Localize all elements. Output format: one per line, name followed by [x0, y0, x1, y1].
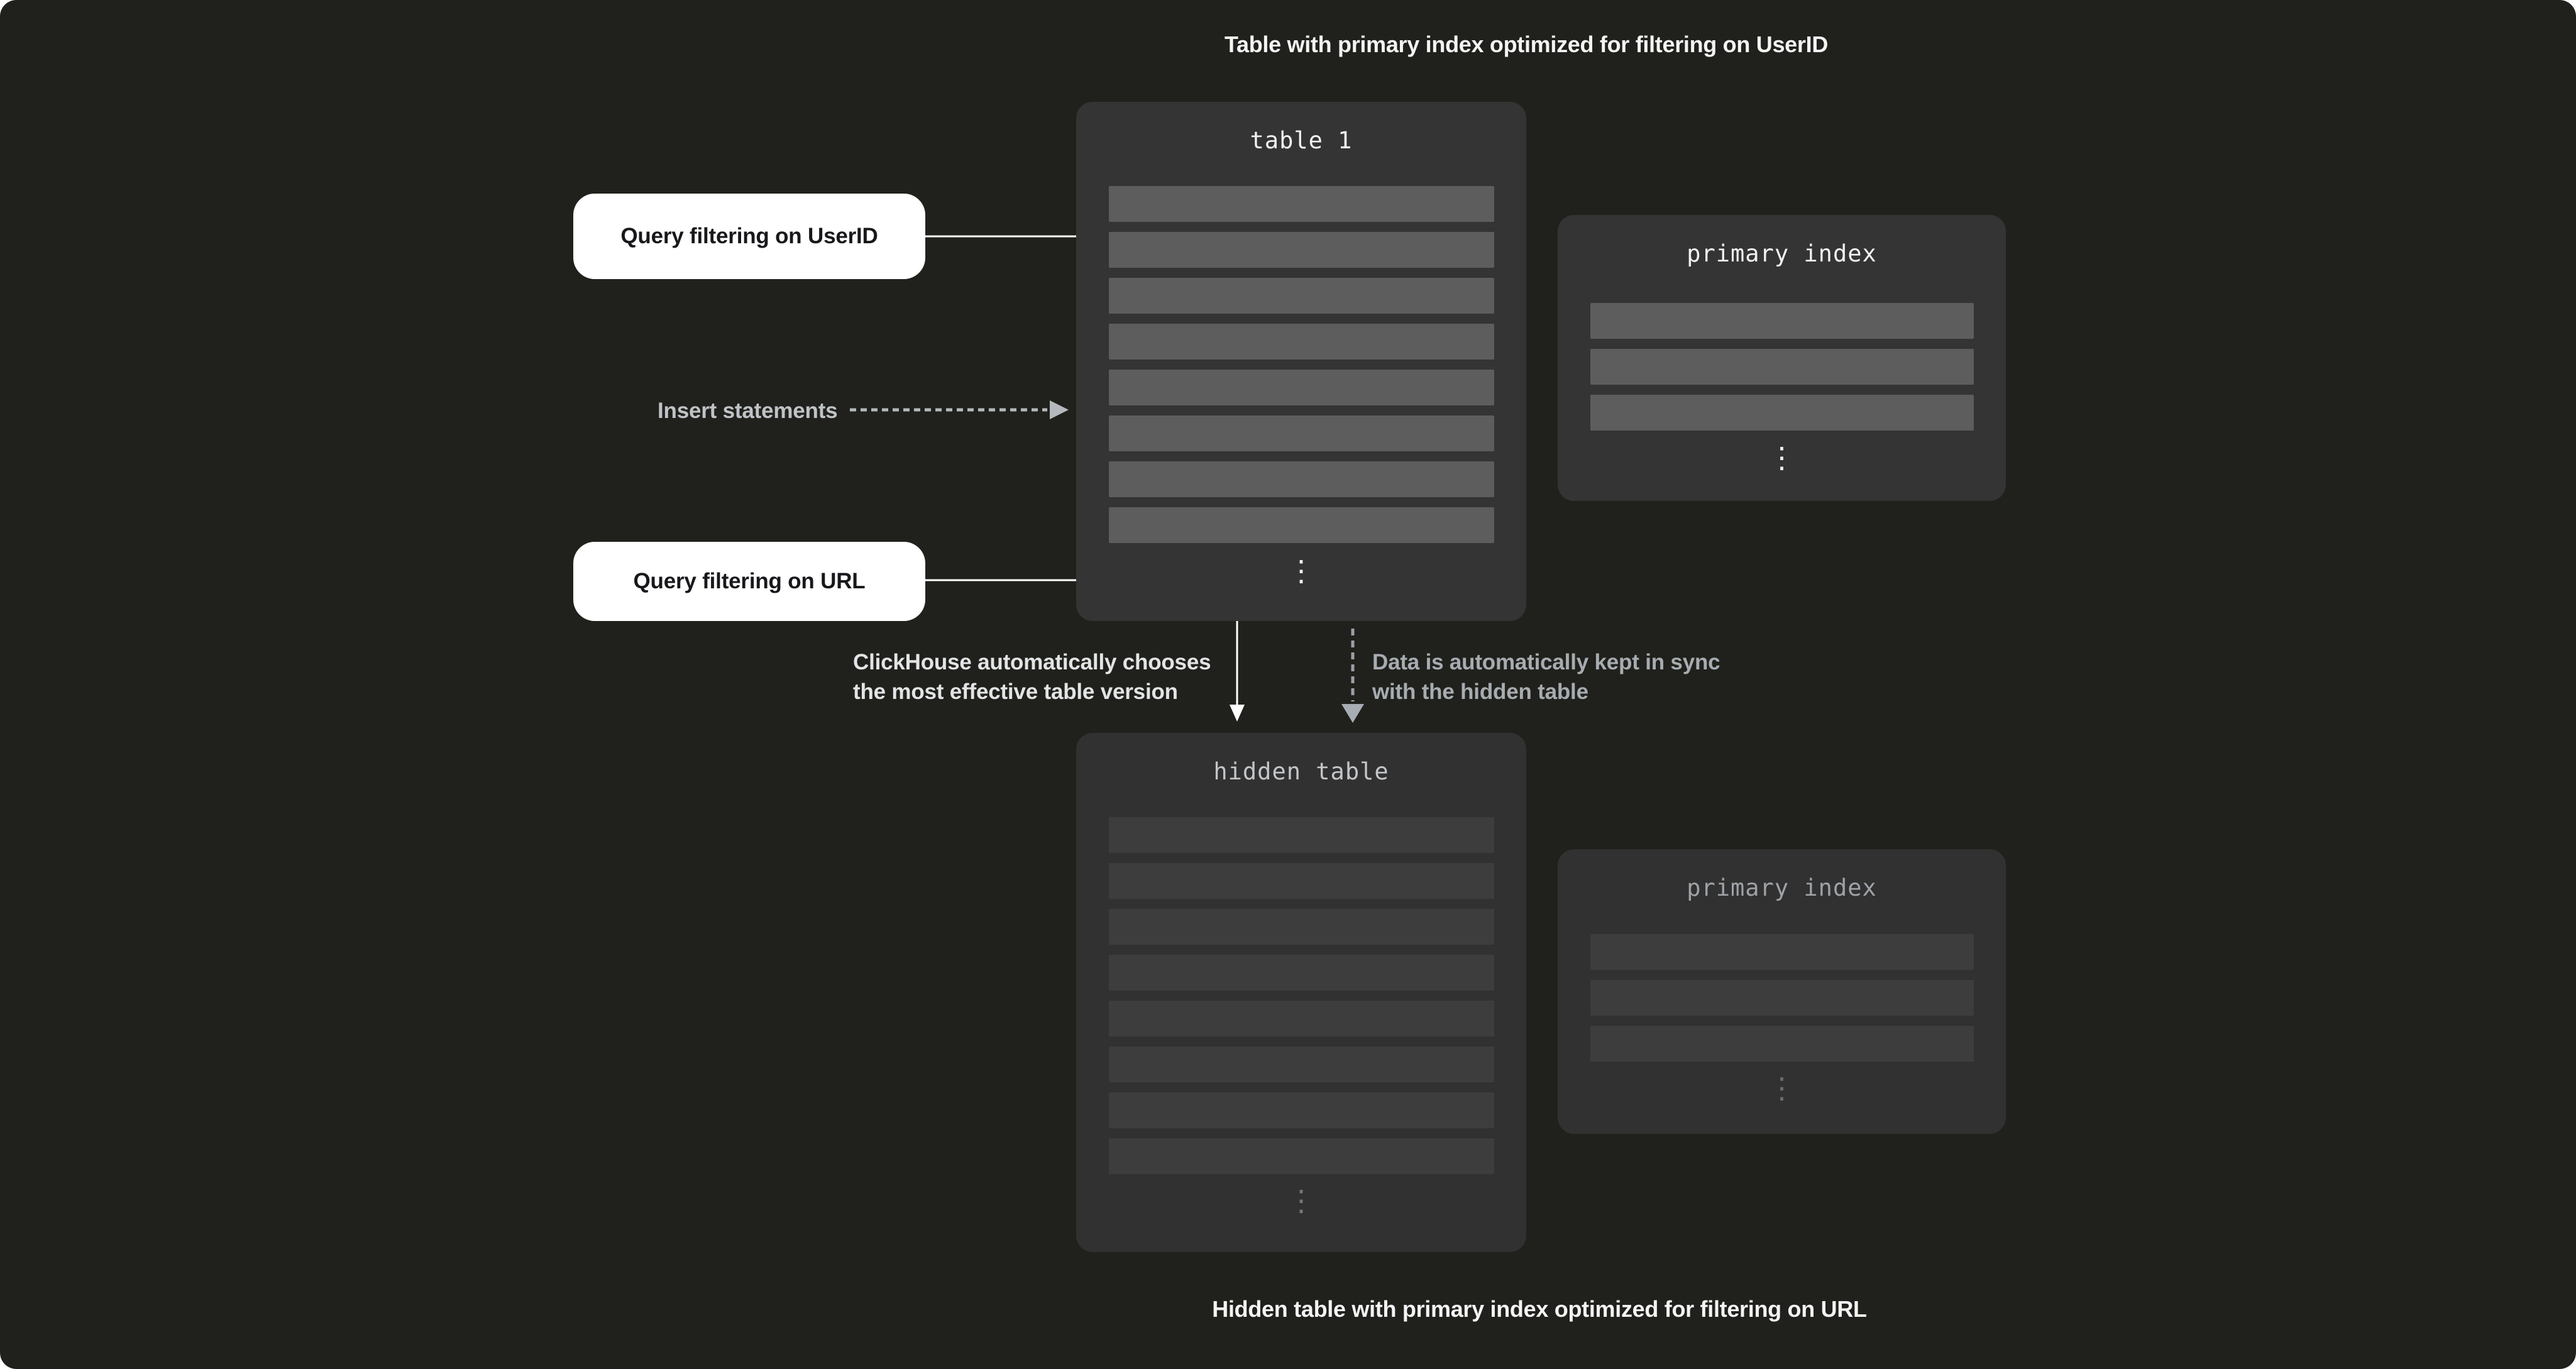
table-row-bar [1109, 415, 1494, 451]
hidden-table-rows [1109, 817, 1494, 1174]
table-row-bar [1109, 1092, 1494, 1128]
table-row-bar [1109, 370, 1494, 405]
primary-index-bottom-title: primary index [1687, 874, 1877, 901]
insert-statements-arrow [850, 400, 1069, 419]
primary-index-bottom-rows [1590, 934, 1974, 1062]
primary-index-bottom-ellipsis: ⋮ [1767, 1071, 1797, 1105]
table-row-bar [1109, 461, 1494, 497]
table1-rows [1109, 186, 1494, 543]
table1-title: table 1 [1250, 127, 1353, 154]
table-row-bar [1590, 303, 1974, 339]
table-row-bar [1109, 186, 1494, 222]
hidden-table-panel: hidden table ⋮ [1076, 733, 1526, 1252]
table-row-bar [1590, 934, 1974, 970]
table-row-bar [1109, 817, 1494, 853]
table-row-bar [1109, 324, 1494, 360]
table-row-bar [1109, 909, 1494, 945]
primary-index-top-title: primary index [1687, 240, 1877, 267]
kept-in-sync-label: Data is automatically kept in sync with … [1372, 647, 1720, 706]
query-userid-arrow [925, 229, 1099, 244]
table-row-bar [1109, 1138, 1494, 1174]
sync-line-2: with the hidden table [1372, 679, 1588, 704]
table1-ellipsis: ⋮ [1287, 554, 1316, 588]
hidden-table-ellipsis: ⋮ [1287, 1184, 1316, 1218]
chooses-table-version-label: ClickHouse automatically chooses the mos… [853, 647, 1211, 706]
table-row-bar [1109, 863, 1494, 899]
top-caption: Table with primary index optimized for f… [1224, 31, 1829, 57]
table-row-bar [1590, 1026, 1974, 1062]
table-row-bar [1590, 349, 1974, 385]
table1-panel: table 1 ⋮ [1076, 102, 1526, 621]
primary-index-bottom-panel: primary index ⋮ [1558, 849, 2006, 1134]
chooses-line-1: ClickHouse automatically chooses [853, 650, 1211, 674]
chooses-line-2: the most effective table version [853, 679, 1178, 704]
primary-index-top-panel: primary index ⋮ [1558, 215, 2006, 501]
sync-line-1: Data is automatically kept in sync [1372, 650, 1720, 674]
table-row-bar [1109, 1001, 1494, 1036]
query-url-label: Query filtering on URL [573, 542, 925, 621]
bottom-caption: Hidden table with primary index optimize… [1212, 1296, 1867, 1322]
table-row-bar [1109, 1047, 1494, 1082]
table-row-bar [1109, 507, 1494, 543]
query-userid-label: Query filtering on UserID [573, 194, 925, 279]
hidden-table-title: hidden table [1213, 758, 1389, 785]
table-row-bar [1109, 955, 1494, 991]
table-row-bar [1590, 980, 1974, 1016]
table-row-bar [1109, 278, 1494, 314]
table-row-bar [1109, 232, 1494, 268]
table-row-bar [1590, 395, 1974, 431]
primary-index-top-rows [1590, 303, 1974, 431]
primary-index-top-ellipsis: ⋮ [1767, 441, 1797, 475]
sync-dashed-arrow [1341, 629, 1364, 723]
insert-statements-label: Insert statements [658, 399, 838, 423]
